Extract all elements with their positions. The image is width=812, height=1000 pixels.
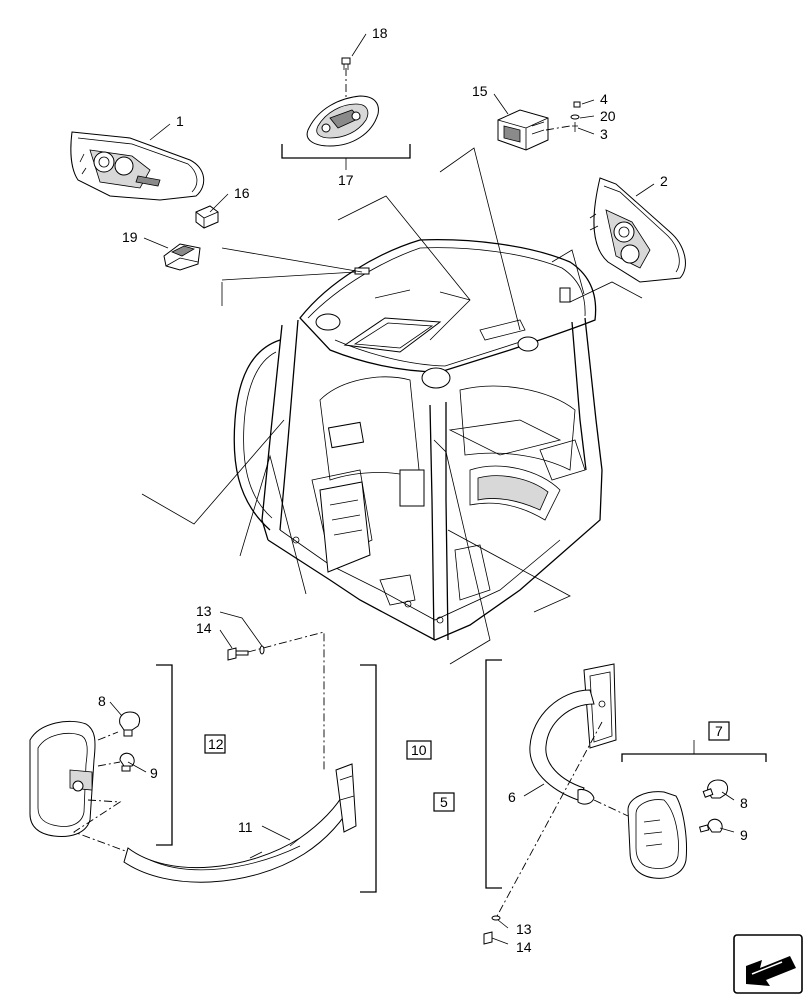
callout-8-right: 8: [740, 795, 748, 811]
bolts-13-14-right: [483, 915, 501, 945]
callout-9-left: 9: [150, 765, 158, 781]
interior-dome-light: [306, 68, 379, 147]
callout-7: 7: [715, 723, 723, 739]
callout-3: 3: [600, 126, 608, 142]
leader-lines: [109, 33, 735, 945]
callout-box-5: [433, 792, 455, 812]
callout-4: 4: [600, 91, 608, 107]
callout-12: 12: [208, 736, 224, 752]
bulb-9-right: [699, 818, 723, 833]
callout-17: 17: [338, 172, 354, 188]
side-lamp-left: [29, 720, 96, 837]
callout-1: 1: [176, 113, 184, 129]
callout-14-right: 14: [516, 939, 532, 955]
callout-13-right: 13: [516, 921, 532, 937]
callout-20: 20: [600, 108, 616, 124]
cab-frame: [233, 239, 603, 641]
callout-5: 5: [440, 794, 448, 810]
callout-16: 16: [234, 185, 250, 201]
callout-19: 19: [122, 229, 138, 245]
callout-8-left: 8: [98, 693, 106, 709]
bracket-11-left: [123, 763, 357, 883]
callout-box-10: [406, 740, 432, 760]
callout-13-left: 13: [196, 603, 212, 619]
part-18-screw: [341, 57, 351, 70]
callout-14-left: 14: [196, 620, 212, 636]
bulb-8-left: [119, 711, 141, 737]
callout-15: 15: [472, 83, 488, 99]
callout-9-right: 9: [740, 827, 748, 843]
parts-4-20-3-hardware: [545, 101, 581, 132]
part-15-module: [497, 109, 549, 151]
bracket-6-right: [529, 663, 617, 805]
callout-11: 11: [238, 819, 253, 835]
callout-box-12: [204, 734, 226, 754]
callout-2: 2: [660, 173, 668, 189]
navigation-arrow-icon[interactable]: [733, 934, 803, 994]
callout-18: 18: [372, 25, 388, 41]
side-lamp-right: [627, 791, 687, 879]
bulb-8-right: [702, 779, 729, 799]
work-light-front-right: [589, 177, 686, 283]
part-16-connector: [195, 205, 219, 229]
callout-6: 6: [508, 789, 516, 805]
part-19-switch: [163, 243, 201, 271]
callout-10: 10: [411, 742, 427, 758]
bulb-9-left: [119, 752, 135, 772]
work-light-front-left: [70, 131, 205, 201]
callout-box-7: [708, 721, 730, 741]
bolts-13-14-left: [227, 645, 265, 661]
